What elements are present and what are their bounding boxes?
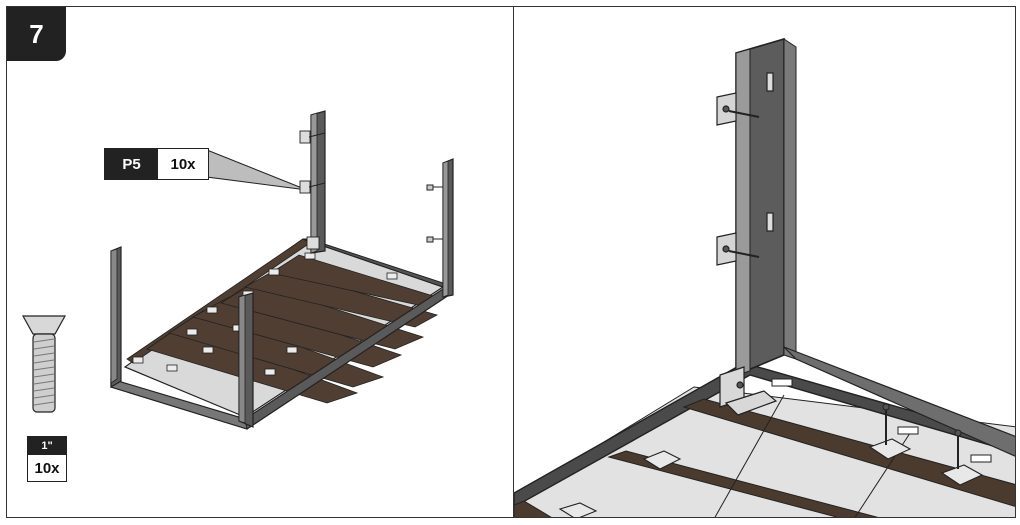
screw-size-label: 1" [28,437,66,455]
part-callout-p5: P5 10x [104,148,209,180]
mounting-bracket-icon [299,130,326,250]
mounting-bracket-icon [716,72,774,266]
screw-quantity-label: 10x [34,459,60,477]
frame-assembly-illustration [21,110,454,430]
countersunk-screw-icon [21,315,67,413]
corner-bracket-cluster [719,366,778,416]
step-number: 7 [29,18,44,49]
callout-pointer [206,149,308,191]
vertical-bolts [882,403,962,469]
floor-nut-blocks [558,438,984,517]
screw-spec-box: 1" 10x [27,436,67,482]
assembly-overview-panel: 7 [6,6,514,518]
corner-detail-illustration [514,37,1015,517]
part-quantity-label: 10x [170,155,196,173]
loose-screws [426,184,443,243]
detail-floor [514,386,1015,517]
step-number-badge: 7 [7,7,66,61]
spacer-blocks [132,252,398,376]
corner-detail-panel [513,6,1016,518]
part-code-label: P5 [105,149,158,179]
